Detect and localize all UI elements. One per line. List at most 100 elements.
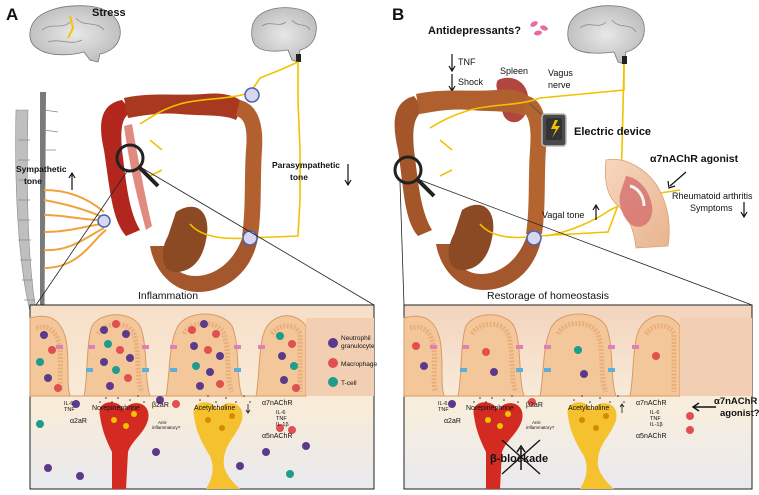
a-b2ar-label: β2aR: [152, 402, 169, 409]
spleen-label: Spleen: [500, 66, 528, 76]
brain-b-icon: [567, 5, 645, 65]
b-anti-inflammatory-1: Anti-: [532, 420, 542, 425]
antidepressants-label: Antidepressants?: [428, 25, 521, 37]
b-norepinephrine-label: Norepinephrine: [466, 405, 514, 412]
legend-macrophage: Macrophage: [341, 361, 378, 368]
junction-markers-a: [56, 345, 265, 372]
inset-b-title: Restorage of homeostasis: [487, 290, 609, 302]
beta-blockade-label: β-blockade: [490, 453, 548, 465]
junction-markers-b: [430, 345, 639, 372]
a-tnf-label: TNF: [64, 407, 75, 413]
ganglion-b-bottom: [526, 230, 542, 246]
legend-macrophage-icon: [328, 358, 338, 368]
parasympathetic-neuron-a: [193, 402, 243, 489]
zoom-line-b-left: [399, 181, 405, 306]
b-tnf-label: TNF: [438, 407, 449, 413]
brain-a2-icon: [251, 7, 317, 63]
legend-neutrophil-2: granulocyte: [341, 343, 375, 350]
shock-label: Shock: [458, 77, 484, 87]
tnf-label: TNF: [458, 57, 476, 67]
ra-down-arrow: [740, 202, 748, 219]
zoom-line-a-left: [35, 169, 129, 306]
sympathetic-neuron-b: [473, 402, 523, 489]
agonist-q-arrow: [691, 402, 716, 412]
villi-b: [403, 313, 681, 397]
b-anti-inflammatory-2: inflammatory?: [526, 425, 555, 430]
sympathetic-label-1: Sympathetic: [16, 164, 67, 174]
b-a2ar-label: α2aR: [444, 418, 461, 425]
a-tnfb-label: TNF: [276, 416, 287, 422]
colon-b-icon: [394, 89, 547, 290]
ra-label-1: Rheumatoid arthritis: [672, 191, 753, 201]
panel-b: B Antidepressants? TNF Shock Spleen Vagu…: [392, 5, 759, 490]
agonist-q-label-1: α7nAChR: [714, 396, 757, 407]
a-anti-inflammatory-2: inflammatory?: [152, 425, 181, 430]
b-il1b-label: IL-1β: [650, 422, 663, 428]
panel-a: A Stress Sy: [6, 5, 378, 490]
agonist-q-label-2: agonist?: [720, 408, 759, 419]
vagal-tone-label: Vagal tone: [542, 210, 584, 220]
b-il6b-label: IL-6: [650, 410, 659, 416]
ganglion-a-bottom: [242, 230, 258, 246]
electric-device-label: Electric device: [574, 126, 651, 138]
a-il6-label: IL-6: [64, 401, 73, 407]
zoom-line-b-right: [419, 179, 753, 306]
parasympathetic-neuron-b: [567, 402, 617, 489]
legend-neutrophil-icon: [328, 338, 338, 348]
b-acetylcholine-label: Acetylcholine: [568, 405, 609, 412]
a-a5nachr-label: α5nAChR: [262, 433, 293, 440]
immune-cells-b: [412, 342, 694, 434]
agonist-label: α7nAChR agonist: [650, 153, 739, 165]
inset-b: Restorage of homeostasis: [403, 290, 753, 490]
parasympathetic-down-arrow: [344, 164, 352, 187]
legend-neutrophil-1: Neutrophil: [341, 335, 371, 342]
magnifier-b-icon: [393, 155, 436, 198]
panel-b-letter: B: [392, 5, 404, 24]
knee-joint-icon: [604, 158, 670, 249]
sympathetic-up-arrow: [68, 171, 76, 190]
b-a7nachr-label: α7nAChR: [636, 400, 667, 407]
beta-blockade-mark: [501, 439, 541, 475]
electric-device-icon: [529, 103, 567, 147]
neurotransmitter-dots-a: [99, 395, 251, 403]
parasympathetic-label-2: tone: [290, 172, 308, 182]
pill-icons: [530, 21, 548, 36]
vagus-label-2: nerve: [548, 80, 571, 90]
a-il6b-label: IL-6: [276, 410, 285, 416]
b-il6-label: IL-6: [438, 401, 447, 407]
brain-a-icon: [29, 5, 121, 63]
zoom-line-a-right: [141, 167, 375, 306]
ganglion-a-left: [97, 214, 111, 228]
legend-tcell: T-cell: [341, 380, 357, 387]
magnifier-a-icon: [115, 143, 160, 188]
a-ach-down-arrow: [245, 404, 251, 414]
a-norepinephrine-label: Norepinephrine: [92, 405, 140, 412]
sympathetic-neuron-a: [99, 402, 149, 489]
tnf-down-arrow: [448, 54, 456, 73]
ganglion-a-top: [244, 87, 260, 103]
legend-a: Neutrophil granulocyte Macrophage T-cell: [328, 335, 378, 387]
stress-label: Stress: [92, 7, 126, 19]
vagus-nerve-a: [139, 61, 301, 240]
inset-a-title: Inflammation: [138, 290, 198, 302]
agonist-arrow: [669, 171, 687, 187]
b-a5nachr-label: α5nAChR: [636, 433, 667, 440]
b-tnfb-label: TNF: [650, 416, 661, 422]
panel-a-letter: A: [6, 5, 18, 24]
vagal-tone-up-arrow: [592, 203, 600, 220]
a-acetylcholine-label: Acetylcholine: [194, 405, 235, 412]
vagus-label-1: Vagus: [548, 68, 573, 78]
sympathetic-label-2: tone: [24, 176, 42, 186]
b-ach-up-arrow: [619, 403, 625, 413]
a-a2ar-label: α2aR: [70, 418, 87, 425]
ra-label-2: Symptoms: [690, 203, 733, 213]
inset-a: Inflammation: [29, 290, 378, 490]
b-b2ar-label: β2aR: [526, 402, 543, 409]
villi-a: [29, 313, 307, 397]
sympathetic-fibers: [43, 189, 107, 269]
a-il1b-label: IL-1β: [276, 422, 289, 428]
legend-tcell-icon: [328, 377, 338, 387]
a-a7nachr-label: α7nAChR: [262, 400, 293, 407]
a-anti-inflammatory-1: Anti-: [158, 420, 168, 425]
shock-down-arrow: [448, 74, 456, 93]
